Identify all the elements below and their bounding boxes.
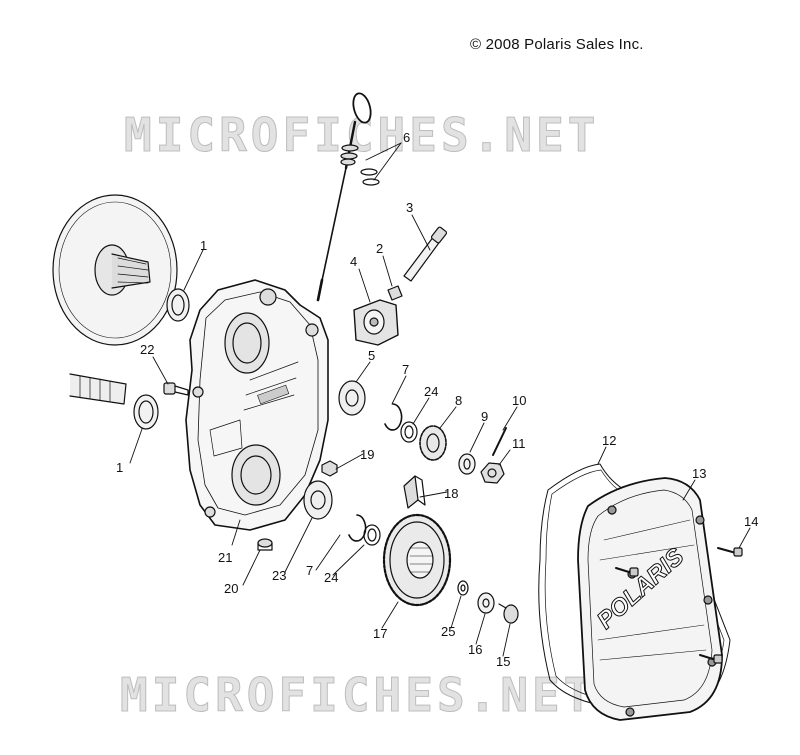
bolt-part-2 <box>387 285 403 301</box>
callout-2: 2 <box>376 241 383 256</box>
callout-13: 13 <box>692 466 706 481</box>
bolt-part-14 <box>615 547 743 664</box>
callout-24-upper: 24 <box>424 384 438 399</box>
callout-11: 11 <box>512 436 526 451</box>
callout-14: 14 <box>744 514 758 529</box>
callout-8: 8 <box>455 393 462 408</box>
callout-7-upper: 7 <box>402 362 409 377</box>
seal-part-1-lower <box>133 394 159 430</box>
nut-part-11 <box>480 462 505 484</box>
bolt-part-22 <box>163 382 189 396</box>
callout-23: 23 <box>272 568 286 583</box>
shaft-part-3 <box>403 226 448 282</box>
callout-15: 15 <box>496 654 510 669</box>
callout-1-lower: 1 <box>116 460 123 475</box>
snap-ring-part-7-upper <box>384 403 403 431</box>
callout-9: 9 <box>481 409 488 424</box>
copyright-notice: © 2008 Polaris Sales Inc. <box>470 36 644 53</box>
sprocket-part-8 <box>419 425 447 461</box>
cotter-pin-part-10 <box>492 427 507 456</box>
bearing-part-5 <box>338 380 366 416</box>
callout-5: 5 <box>368 348 375 363</box>
callout-numbers: 1 1 2 3 4 5 6 7 7 8 9 10 11 12 13 14 15 … <box>116 130 758 669</box>
bolt-part-15 <box>498 603 519 624</box>
callout-10: 10 <box>512 393 526 408</box>
dipstick-part-6 <box>316 92 380 302</box>
washer-part-16 <box>477 592 495 614</box>
gearcase-housing-part-21 <box>185 279 329 531</box>
washer-part-24-lower <box>363 524 381 546</box>
seal-part-1-upper <box>166 288 190 322</box>
bracket-part-18 <box>403 475 426 509</box>
driven-shaft <box>69 373 127 405</box>
drive-clutch-disc <box>52 194 178 346</box>
washer-part-9 <box>458 453 476 475</box>
callout-1-upper: 1 <box>200 238 207 253</box>
washer-part-24-upper <box>400 421 418 443</box>
tensioner-part-4 <box>353 299 399 346</box>
callout-16: 16 <box>468 642 482 657</box>
snap-ring-part-7-lower <box>348 514 367 542</box>
washer-part-25 <box>457 580 469 596</box>
callout-21: 21 <box>218 550 232 565</box>
callout-24-lower: 24 <box>324 570 338 585</box>
driven-gear-part-17 <box>382 513 452 607</box>
callout-3: 3 <box>406 200 413 215</box>
leader-lines <box>129 142 751 657</box>
callout-6: 6 <box>403 130 410 145</box>
callout-12: 12 <box>602 433 616 448</box>
callout-22: 22 <box>140 342 154 357</box>
callout-25: 25 <box>441 624 455 639</box>
callout-17: 17 <box>373 626 387 641</box>
watermark-bottom: MICROFICHES.NET <box>119 668 596 723</box>
callout-19: 19 <box>360 447 374 462</box>
nut-part-19 <box>321 460 338 477</box>
callout-18: 18 <box>444 486 458 501</box>
callout-20: 20 <box>224 581 238 596</box>
cover-part-13 <box>577 477 723 721</box>
plug-part-20 <box>257 538 273 551</box>
bearing-part-23 <box>303 480 333 520</box>
callout-4: 4 <box>350 254 357 269</box>
callout-7-lower: 7 <box>306 563 313 578</box>
